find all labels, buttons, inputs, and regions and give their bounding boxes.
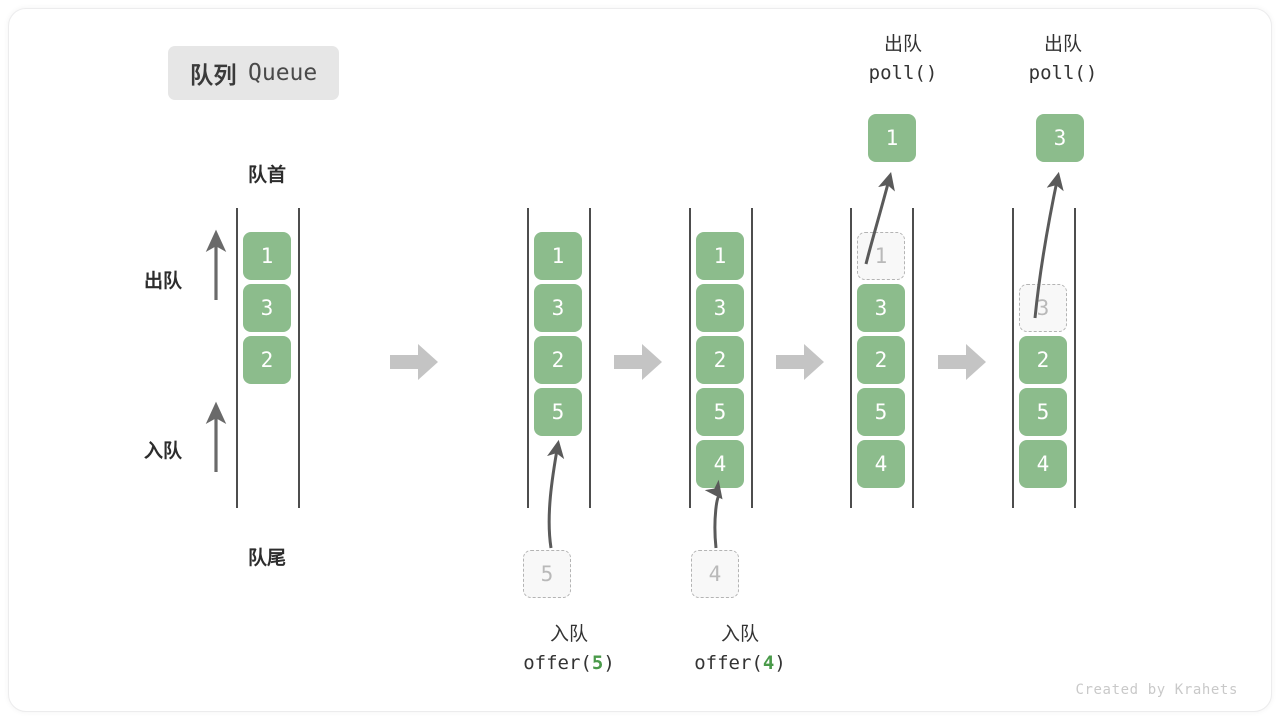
- title-english: Queue: [248, 60, 318, 86]
- offer-5-arg: 5: [591, 652, 604, 675]
- queue-rail-state-after-offer-4-right: [751, 208, 753, 508]
- offer-5-fn: offer(: [523, 652, 592, 675]
- queue-cell-state-after-poll-1-1: 3: [857, 284, 905, 332]
- queue-rear-label: 队尾: [247, 548, 286, 569]
- transition-arrow-step-1: [388, 340, 440, 389]
- diagram-title-badge: 队列 Queue: [168, 46, 340, 100]
- queue-rail-state-after-offer-4-left: [689, 208, 691, 508]
- queue-cell-state-after-poll-1-3: 5: [857, 388, 905, 436]
- offer-4-fn: offer(: [694, 652, 763, 675]
- operation-name-poll-1: 出队: [883, 34, 922, 55]
- queue-cell-state-after-offer-4-1: 3: [696, 284, 744, 332]
- queue-cell-state-after-offer-4-3: 5: [696, 388, 744, 436]
- popped-element-poll-3: 3: [1036, 114, 1084, 162]
- queue-rail-state-initial-left: [236, 208, 238, 508]
- queue-rail-state-after-poll-3-right: [1074, 208, 1076, 508]
- queue-cell-state-after-poll-1-2: 2: [857, 336, 905, 384]
- queue-rail-state-after-poll-1-left: [850, 208, 852, 508]
- operation-name-offer-5: 入队: [549, 624, 588, 645]
- offer-4-paren: ): [774, 652, 786, 675]
- offer-4-arg: 4: [762, 652, 775, 675]
- queue-front-label: 队首: [247, 165, 286, 186]
- queue-cell-state-after-offer-4-0: 1: [696, 232, 744, 280]
- queue-rail-state-after-offer-5-left: [527, 208, 529, 508]
- queue-cell-state-after-offer-4-2: 2: [696, 336, 744, 384]
- transition-arrow-step-3: [774, 340, 826, 389]
- queue-cell-state-after-poll-3-2: 2: [1019, 336, 1067, 384]
- watermark: Created by Krahets: [1075, 682, 1238, 698]
- queue-cell-state-after-poll-3-3: 5: [1019, 388, 1067, 436]
- queue-rail-state-after-poll-3-left: [1012, 208, 1014, 508]
- queue-rail-state-after-offer-5-right: [589, 208, 591, 508]
- enqueue-direction-label: 入队: [144, 441, 183, 462]
- operation-label-poll-1: 出队 poll(): [803, 30, 1003, 89]
- queue-rail-state-after-poll-1-right: [912, 208, 914, 508]
- title-chinese: 队列: [190, 62, 237, 88]
- queue-cell-removing-state-after-poll-1-0: 1: [857, 232, 905, 280]
- operation-name-offer-4: 入队: [720, 624, 759, 645]
- operation-name-poll-3: 出队: [1043, 34, 1082, 55]
- operation-code-offer-4: offer(4): [640, 649, 840, 678]
- queue-cell-state-after-poll-3-4: 4: [1019, 440, 1067, 488]
- operation-label-offer-4: 入队 offer(4): [640, 620, 840, 679]
- pending-element-offer-5: 5: [523, 550, 571, 598]
- queue-cell-state-after-offer-4-4: 4: [696, 440, 744, 488]
- queue-cell-removing-state-after-poll-3-1: 3: [1019, 284, 1067, 332]
- queue-cell-state-after-offer-5-3: 5: [534, 388, 582, 436]
- transition-arrow-step-2: [612, 340, 664, 389]
- queue-cell-state-after-offer-5-0: 1: [534, 232, 582, 280]
- offer-5-paren: ): [603, 652, 615, 675]
- operation-code-offer-5: offer(5): [469, 649, 669, 678]
- queue-cell-state-after-offer-5-1: 3: [534, 284, 582, 332]
- queue-cell-state-initial-2: 2: [243, 336, 291, 384]
- operation-label-offer-5: 入队 offer(5): [469, 620, 669, 679]
- queue-cell-state-initial-0: 1: [243, 232, 291, 280]
- queue-cell-state-after-offer-5-2: 2: [534, 336, 582, 384]
- dequeue-direction-label: 出队: [144, 271, 183, 292]
- queue-cell-state-after-poll-1-4: 4: [857, 440, 905, 488]
- transition-arrow-step-4: [936, 340, 988, 389]
- operation-label-poll-3: 出队 poll(): [963, 30, 1163, 89]
- pending-element-offer-4: 4: [691, 550, 739, 598]
- queue-cell-state-initial-1: 3: [243, 284, 291, 332]
- queue-rail-state-initial-right: [298, 208, 300, 508]
- popped-element-poll-1: 1: [868, 114, 916, 162]
- operation-code-poll-3: poll(): [1028, 62, 1098, 85]
- operation-code-poll-1: poll(): [868, 62, 938, 85]
